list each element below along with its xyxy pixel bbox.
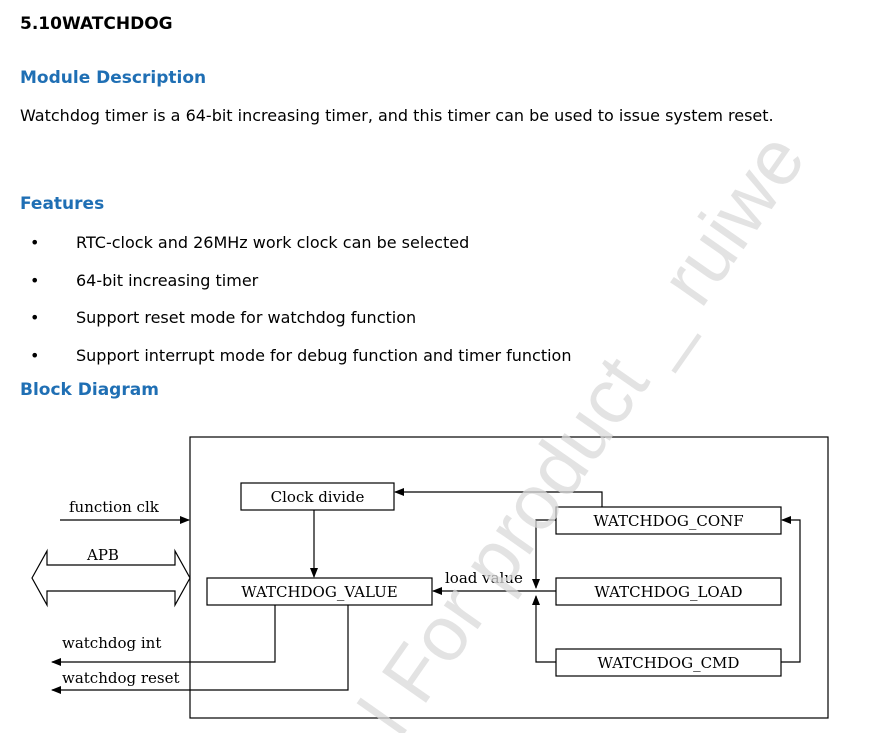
watchdog-conf-label: WATCHDOG_CONF (593, 512, 743, 530)
bullet-icon: • (30, 233, 40, 252)
clock-divide-label: Clock divide (271, 488, 365, 506)
module-description-text: Watchdog timer is a 64-bit increasing ti… (20, 106, 774, 125)
features-heading: Features (20, 194, 105, 214)
clock-divide-block: Clock divide (240, 482, 395, 511)
bullet-icon: • (30, 270, 40, 290)
apb-bus-arrow (31, 548, 191, 608)
watchdog-value-block: WATCHDOG_VALUE (206, 577, 433, 606)
apb-label: APB (86, 546, 119, 564)
watchdog-cmd-label: WATCHDOG_CMD (598, 654, 740, 672)
block-diagram-heading: Block Diagram (20, 380, 159, 400)
watchdog-reset-arrow (51, 605, 349, 694)
section-title: 5.10WATCHDOG (20, 14, 173, 34)
section-number: 5.10 (20, 14, 62, 34)
feature-text: Support interrupt mode for debug functio… (76, 345, 572, 365)
section-name: WATCHDOG (61, 14, 173, 34)
watchdog-value-label: WATCHDOG_VALUE (241, 583, 397, 601)
feature-text: RTC-clock and 26MHz work clock can be se… (76, 233, 470, 252)
watchdog-cmd-block: WATCHDOG_CMD (555, 648, 782, 677)
watchdog-int-arrow (51, 605, 276, 666)
watchdog-reset-label: watchdog reset (62, 669, 180, 687)
cmd-to-conf-arrow (781, 516, 801, 663)
module-description-heading: Module Description (20, 68, 207, 88)
function-clk-label: function clk (69, 498, 160, 516)
feature-text: Support reset mode for watchdog function (76, 308, 417, 327)
load-value-label: load value (445, 569, 523, 587)
watchdog-load-label: WATCHDOG_LOAD (594, 583, 742, 601)
bullet-icon: • (30, 308, 40, 327)
conf-to-junction-arrow (532, 519, 556, 589)
bullet-icon: • (30, 345, 40, 365)
watchdog-conf-block: WATCHDOG_CONF (555, 506, 782, 535)
watchdog-int-label: watchdog int (62, 634, 161, 652)
conf-to-clock-arrow (394, 488, 603, 507)
feature-text: 64-bit increasing timer (76, 270, 259, 290)
cmd-to-junction-arrow (532, 595, 556, 663)
watchdog-load-block: WATCHDOG_LOAD (555, 577, 782, 606)
